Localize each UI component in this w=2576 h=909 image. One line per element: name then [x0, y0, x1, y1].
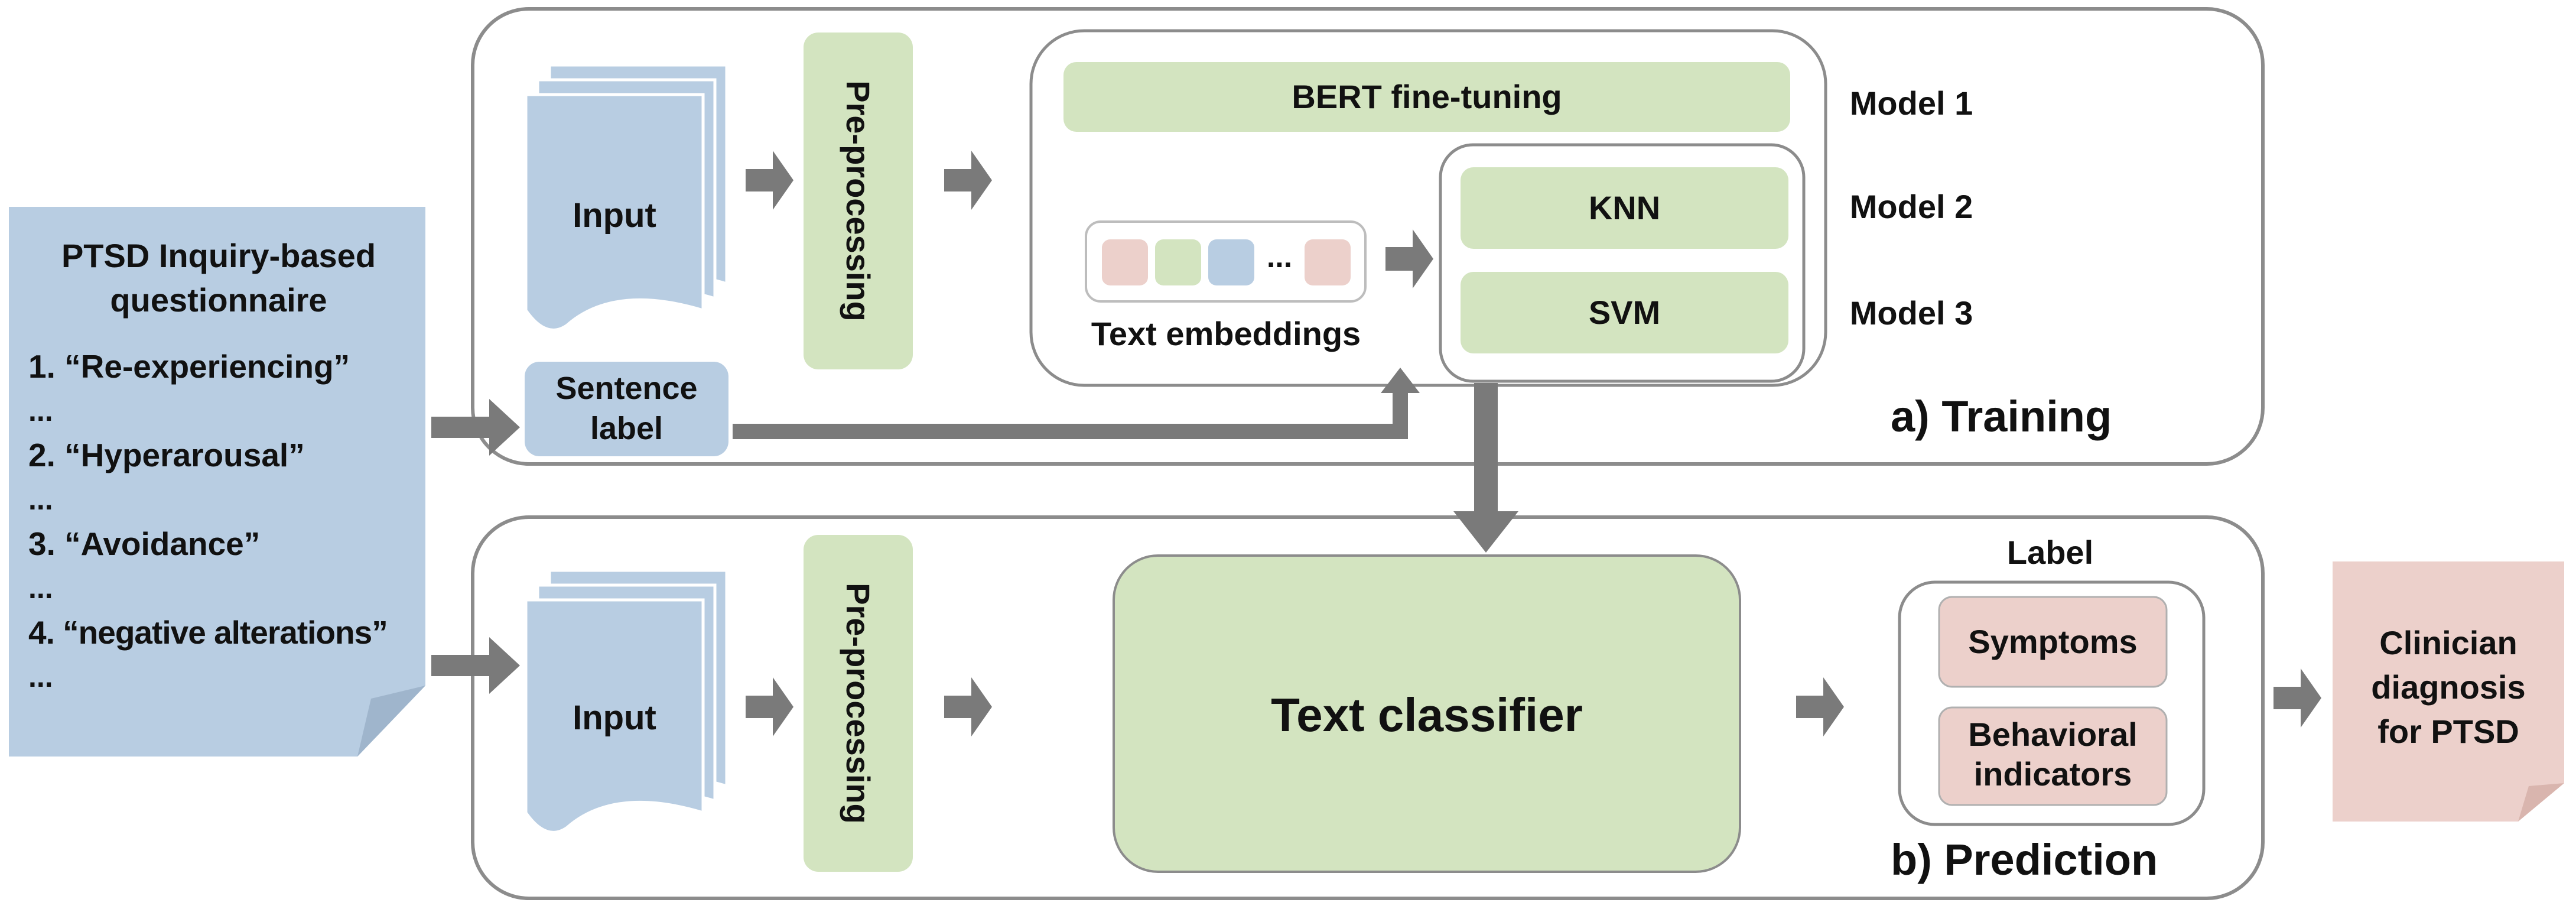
embedding-ellipsis: ... — [1266, 239, 1293, 274]
text-classifier-box — [1113, 554, 1741, 873]
behavioral-label-line1: Behavioral — [1968, 716, 2138, 754]
questionnaire-ellipsis-4: ... — [28, 660, 53, 693]
arrow-questionnaire-to-sentence-label — [431, 399, 520, 456]
arrow-questionnaire-to-prediction-input — [431, 637, 520, 694]
arrow-embeddings-to-classic-models — [1385, 229, 1433, 288]
label-heading: Label — [2006, 534, 2094, 572]
prediction-preprocessing-label: Pre-processing — [839, 583, 877, 824]
sentence-label-line2: label — [590, 410, 663, 446]
embedding-cell-green — [1155, 239, 1201, 285]
bert-label: BERT fine-tuning — [1292, 78, 1562, 116]
behavioral-indicators-box — [1938, 706, 2168, 806]
arrow-models-to-classifier — [1453, 383, 1518, 553]
arrow-prediction-input-to-preprocessing — [746, 677, 793, 736]
sentence-label-line1: Sentence — [555, 370, 698, 406]
knn-box — [1461, 167, 1788, 249]
arrow-training-input-to-preprocessing — [746, 151, 793, 210]
prediction-preprocessing-box — [804, 535, 913, 872]
diagnosis-line2: diagnosis — [2371, 668, 2526, 706]
symptoms-label: Symptoms — [1968, 623, 2138, 661]
training-input-label: Input — [573, 196, 656, 235]
questionnaire-item-4: 4. “negative alterations” — [28, 614, 388, 651]
questionnaire-ellipsis-3: ... — [28, 572, 53, 605]
embedding-cell-blue — [1208, 239, 1254, 285]
model1-label: Model 1 — [1849, 85, 1973, 122]
questionnaire-title-line1: PTSD Inquiry-based — [61, 236, 376, 274]
questionnaire-ellipsis-1: ... — [28, 394, 53, 427]
embedding-cell-pink-1 — [1102, 239, 1148, 285]
svm-box — [1461, 272, 1788, 353]
embedding-cell-pink-2 — [1305, 239, 1351, 285]
arrows — [431, 151, 2321, 736]
model3-label: Model 3 — [1849, 294, 1973, 332]
text-embeddings-label: Text embeddings — [1091, 315, 1361, 353]
training-preprocessing-box — [804, 33, 913, 369]
questionnaire-title-line2: questionnaire — [110, 281, 327, 319]
clinician-diagnosis-document — [2333, 561, 2564, 822]
text-classifier-label: Text classifier — [1271, 689, 1583, 741]
prediction-section-title: b) Prediction — [1891, 835, 2158, 884]
questionnaire-item-1: 1. “Re-experiencing” — [28, 348, 350, 385]
questionnaire-ellipsis-2: ... — [28, 483, 53, 516]
prediction-input-stack — [524, 569, 728, 834]
arrow-prediction-preprocessing-to-classifier — [944, 677, 992, 736]
model2-label: Model 2 — [1849, 188, 1973, 226]
arrow-label-to-diagnosis — [2273, 668, 2321, 728]
arrow-classifier-to-label — [1796, 677, 1844, 736]
arrow-sentence-label-to-models — [733, 368, 1420, 439]
training-section-title: a) Training — [1891, 391, 2112, 441]
symptoms-box — [1938, 596, 2168, 688]
sentence-label-box — [525, 362, 728, 456]
training-input-stack — [524, 63, 728, 332]
questionnaire-item-2: 2. “Hyperarousal” — [28, 437, 305, 473]
knn-label: KNN — [1588, 189, 1661, 227]
questionnaire-item-3: 3. “Avoidance” — [28, 525, 261, 562]
svm-label: SVM — [1588, 294, 1661, 332]
training-preprocessing-label: Pre-processing — [839, 80, 877, 322]
diagnosis-line3: for PTSD — [2377, 712, 2519, 750]
prediction-input-label: Input — [573, 699, 656, 738]
diagnosis-line1: Clinician — [2379, 624, 2518, 661]
questionnaire-document — [9, 207, 425, 757]
bert-box — [1063, 62, 1790, 132]
behavioral-label-line2: indicators — [1973, 755, 2132, 793]
arrow-training-preprocessing-to-models — [944, 151, 992, 210]
